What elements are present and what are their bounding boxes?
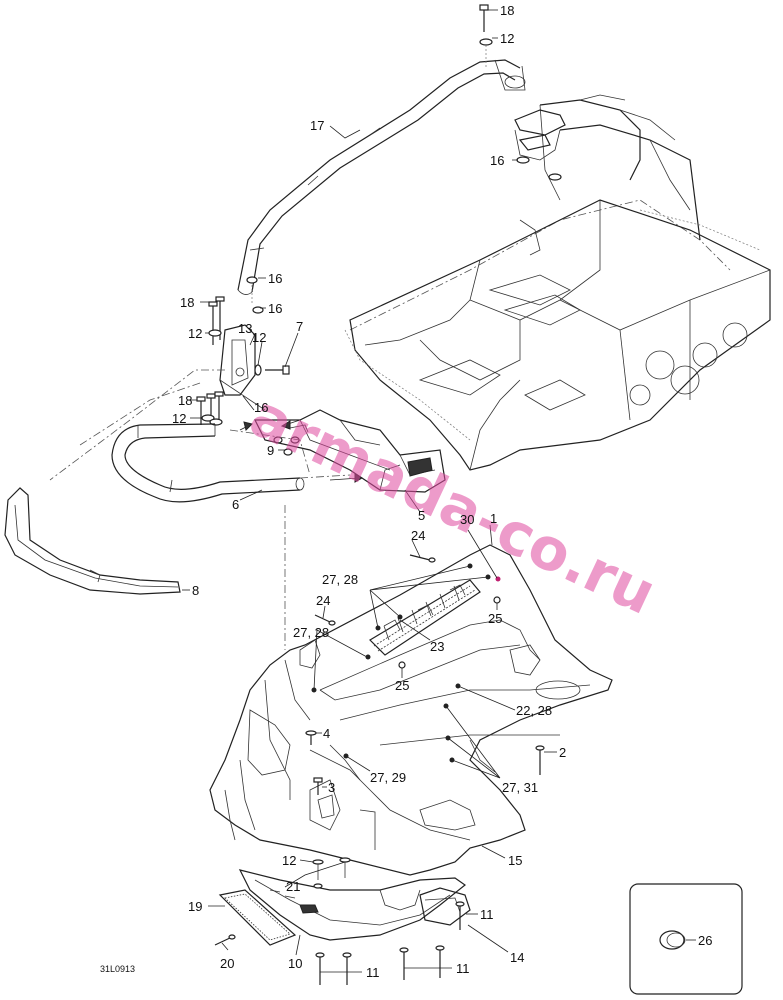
callout-20: 20	[220, 956, 234, 971]
callout-23: 23	[430, 639, 444, 654]
callout-12-pan: 12	[282, 853, 296, 868]
callout-27-31: 27, 31	[502, 780, 538, 795]
callout-11-right: 11	[480, 907, 494, 922]
callout-8: 8	[192, 583, 199, 598]
callout-12-top: 12	[500, 31, 514, 46]
callout-12-lower: 12	[172, 411, 186, 426]
callout-18-bracket: 18	[180, 295, 194, 310]
front-bumper-8	[4, 487, 181, 595]
callout-30: 30	[460, 512, 474, 527]
callout-22-28: 22, 28	[516, 703, 552, 718]
callout-4: 4	[323, 726, 330, 741]
callout-2: 2	[559, 745, 566, 760]
callout-15: 15	[508, 853, 522, 868]
callout-16-bracket: 16	[268, 301, 282, 316]
callout-1: 1	[490, 511, 497, 526]
callout-14: 14	[510, 950, 524, 965]
bolt-18-top	[479, 4, 493, 68]
side-panel-14	[419, 887, 471, 926]
callout-9: 9	[267, 443, 274, 458]
callout-27-28-lower: 27, 28	[293, 625, 329, 640]
callout-24-lower: 24	[316, 593, 330, 608]
callout-11-center: 11	[456, 961, 470, 976]
callout-18-top: 18	[500, 3, 514, 18]
front-grille-23	[369, 579, 481, 656]
assembly-guide-lines	[49, 369, 351, 650]
belly-pan-15	[209, 544, 613, 876]
callout-7: 7	[296, 319, 303, 334]
callout-16-lower: 16	[254, 400, 268, 415]
callout-17: 17	[310, 118, 324, 133]
callout-21: 21	[286, 879, 300, 894]
callout-19: 19	[188, 899, 202, 914]
direction-arrows	[239, 419, 364, 483]
leader-lines	[182, 9, 557, 973]
callout-26: 26	[698, 933, 712, 948]
front-bumper-bar-17	[237, 59, 526, 295]
support-frame-5	[254, 409, 446, 493]
callout-27-28-upper: 27, 28	[322, 572, 358, 587]
callout-labels: 18 12 17 16 16 18 16 12 13 12 7 18 12 16…	[172, 3, 712, 980]
callout-16-bar: 16	[268, 271, 282, 286]
loop-bar-6	[111, 423, 305, 503]
callout-25-lower: 25	[395, 678, 409, 693]
lower-grille-19	[218, 889, 297, 946]
skid-plate-10	[238, 869, 467, 941]
callout-13: 13	[238, 321, 252, 336]
nut-16-top	[516, 156, 562, 181]
callout-3: 3	[328, 780, 335, 795]
small-fasteners	[214, 554, 545, 946]
reference-dots	[311, 563, 501, 763]
callout-12-bracket: 12	[188, 326, 202, 341]
callout-10: 10	[288, 956, 302, 971]
callout-24-upper: 24	[411, 528, 425, 543]
drawing-code: 31L0913	[100, 964, 135, 974]
part-26-inset-box	[629, 883, 743, 995]
callout-5: 5	[418, 508, 425, 523]
bracket-assembly	[196, 276, 300, 456]
callout-18-lower: 18	[178, 393, 192, 408]
callout-12-plate: 12	[252, 330, 266, 345]
chassis-frame	[344, 94, 771, 471]
callout-27-29: 27, 29	[370, 770, 406, 785]
upper-mount-bracket	[514, 109, 566, 161]
push-rivets-11	[315, 901, 465, 985]
callout-11-left: 11	[366, 965, 380, 980]
callout-6: 6	[232, 497, 239, 512]
callout-25-upper: 25	[488, 611, 502, 626]
callout-16-top: 16	[490, 153, 504, 168]
